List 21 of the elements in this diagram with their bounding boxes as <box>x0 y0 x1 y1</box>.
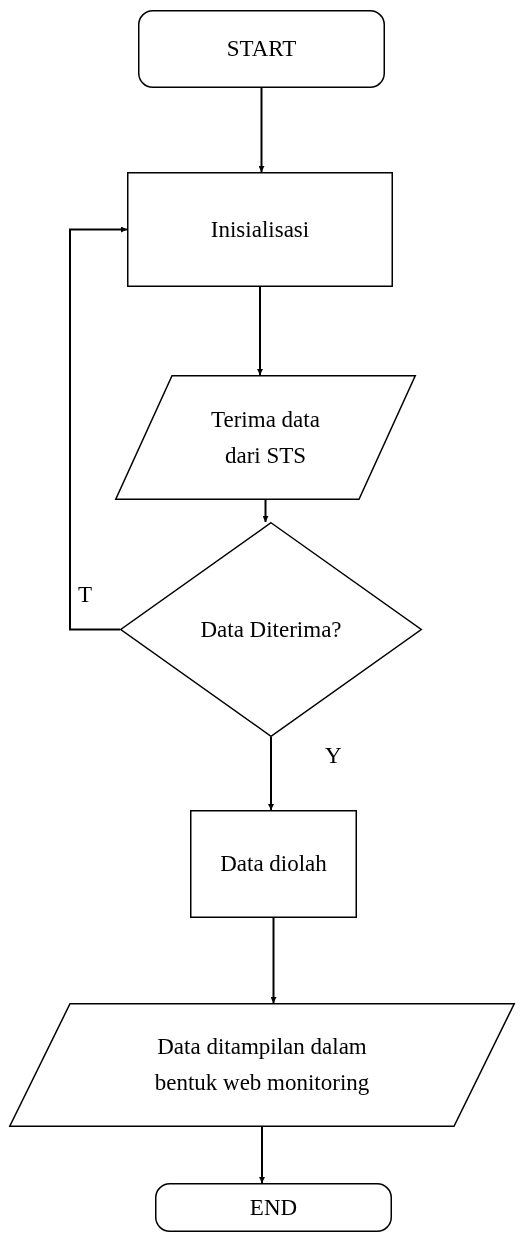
arrow <box>257 286 263 376</box>
terminal-box <box>138 10 385 88</box>
node-label: END <box>249 1193 298 1222</box>
terminal-box <box>155 1183 392 1232</box>
input-output-parallelogram <box>115 375 416 500</box>
arrow <box>270 917 277 1004</box>
arrow <box>258 87 265 173</box>
node-label: Data Diterima? <box>200 615 342 644</box>
process-box <box>190 810 357 918</box>
node-label: Inisialisasi <box>210 215 310 244</box>
arrow <box>268 736 274 811</box>
node-label: Terima data dari STS <box>210 405 321 470</box>
arrow <box>262 499 269 523</box>
node-label: Data ditampilan dalam bentuk web monitoring <box>153 1033 371 1097</box>
arrow <box>259 1126 265 1184</box>
process-box <box>127 172 393 287</box>
arrow <box>69 226 128 631</box>
input-output-parallelogram <box>9 1003 515 1127</box>
node-label: Data diolah <box>220 850 327 879</box>
decision-diamond <box>120 522 422 737</box>
node-label: START <box>226 35 297 64</box>
